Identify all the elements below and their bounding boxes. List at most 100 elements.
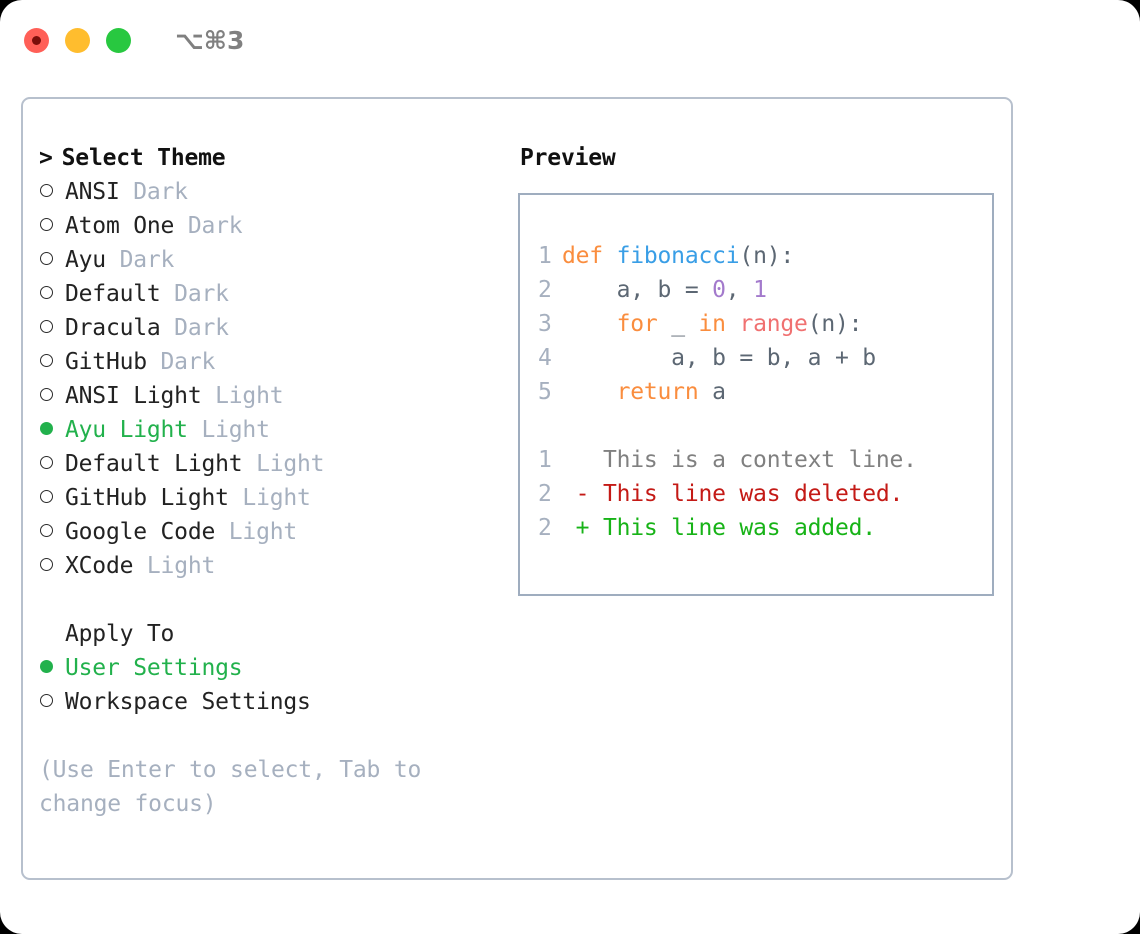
spacer: [538, 409, 992, 443]
theme-option-label: Default: [65, 281, 161, 307]
spacer: [39, 583, 509, 617]
theme-option-label: ANSI Light: [65, 383, 202, 409]
code-token: in: [698, 311, 726, 337]
code-line: 5 return a: [538, 375, 992, 409]
radio-dot-icon: [40, 660, 53, 673]
line-number: 1: [538, 447, 552, 473]
diff-text: - This line was deleted.: [562, 481, 904, 507]
radio-dot-icon: [40, 252, 53, 265]
theme-option-6[interactable]: ANSI Light Light: [39, 379, 509, 413]
radio-dot-icon: [40, 218, 53, 231]
code-line: 4 a, b = b, a + b: [538, 341, 992, 375]
code-token: 0: [712, 277, 726, 303]
theme-option-label: Dracula: [65, 315, 161, 341]
theme-option-0[interactable]: ANSI Dark: [39, 175, 509, 209]
theme-option-label: Ayu Light: [65, 417, 188, 443]
code-token: [726, 311, 740, 337]
code-token: return: [616, 379, 699, 405]
theme-variant-tag: Light: [228, 485, 311, 511]
code-token: _: [657, 311, 699, 337]
radio-dot-icon: [40, 388, 53, 401]
radio-dot-icon: [40, 354, 53, 367]
diff-text: + This line was added.: [562, 515, 876, 541]
line-number: 2: [538, 515, 552, 541]
theme-option-label: ANSI: [65, 179, 120, 205]
radio-dot-icon: [40, 184, 53, 197]
code-token: def: [562, 243, 617, 269]
line-number: 3: [538, 311, 552, 337]
radio-dot-icon: [40, 524, 53, 537]
code-token: (n):: [807, 311, 863, 337]
apply-to-option-1[interactable]: Workspace Settings: [39, 685, 509, 719]
theme-variant-tag: Light: [187, 417, 270, 443]
diff-line: 2 + This line was added.: [538, 511, 992, 545]
radio-dot-icon: [40, 422, 53, 435]
maximize-icon[interactable]: [106, 27, 131, 53]
theme-variant-tag: Dark: [160, 315, 229, 341]
window-shortcut-label: ⌥⌘3: [175, 25, 245, 55]
code-token: ,: [725, 277, 754, 303]
page-title-label: Select Theme: [61, 145, 226, 171]
theme-option-7[interactable]: Ayu Light Light: [39, 413, 509, 447]
minimize-icon[interactable]: [65, 27, 90, 53]
line-number: 2: [538, 481, 552, 507]
radio-dot-icon: [40, 490, 53, 503]
code-token: 1: [753, 277, 767, 303]
theme-option-9[interactable]: GitHub Light Light: [39, 481, 509, 515]
keyboard-hint: (Use Enter to select, Tab to change focu…: [39, 757, 422, 817]
radio-dot-icon: [40, 286, 53, 299]
diff-text: This is a context line.: [562, 447, 917, 473]
theme-option-label: Atom One: [65, 213, 175, 239]
code-token: a: [698, 379, 726, 405]
code-line: 3 for _ in range(n):: [538, 307, 992, 341]
apply-to-option-label: User Settings: [65, 655, 243, 681]
code-token: for: [616, 311, 658, 337]
diff-preview: 1 This is a context line. 2 - This line w…: [538, 443, 992, 545]
theme-variant-tag: Dark: [146, 349, 216, 375]
theme-option-label: XCode: [65, 553, 134, 579]
theme-option-8[interactable]: Default Light Light: [39, 447, 509, 481]
code-token: a, b = b, a + b: [562, 345, 876, 371]
theme-option-4[interactable]: Dracula Dark: [39, 311, 509, 345]
theme-option-label: Default Light: [65, 451, 243, 477]
apply-to-option-label: Workspace Settings: [65, 689, 311, 715]
line-number: 2: [538, 277, 552, 303]
theme-option-1[interactable]: Atom One Dark: [39, 209, 509, 243]
theme-variant-tag: Light: [201, 383, 284, 409]
code-token: range: [739, 311, 808, 337]
theme-option-10[interactable]: Google Code Light: [39, 515, 509, 549]
code-token: fibonacci: [616, 243, 740, 269]
radio-dot-icon: [40, 558, 53, 571]
theme-variant-tag: Dark: [105, 247, 175, 273]
theme-option-label: Ayu: [65, 247, 106, 273]
diff-line: 1 This is a context line.: [538, 443, 992, 477]
preview-title: Preview: [520, 145, 616, 171]
theme-variant-tag: Light: [242, 451, 325, 477]
apply-to-option-0[interactable]: User Settings: [39, 651, 509, 685]
theme-variant-tag: Dark: [160, 281, 229, 307]
theme-option-11[interactable]: XCode Light: [39, 549, 509, 583]
theme-variant-tag: Dark: [119, 179, 188, 205]
theme-option-2[interactable]: Ayu Dark: [39, 243, 509, 277]
code-token: [562, 379, 617, 405]
close-icon[interactable]: [24, 27, 49, 53]
theme-option-label: Google Code: [65, 519, 216, 545]
theme-option-label: GitHub Light: [65, 485, 229, 511]
code-line: 2 a, b = 0, 1: [538, 273, 992, 307]
theme-option-5[interactable]: GitHub Dark: [39, 345, 509, 379]
theme-option-3[interactable]: Default Dark: [39, 277, 509, 311]
theme-option-label: GitHub: [65, 349, 147, 375]
code-token: [562, 311, 617, 337]
theme-variant-tag: Light: [133, 553, 216, 579]
radio-dot-icon: [40, 320, 53, 333]
page-title: >Select Theme: [39, 141, 509, 175]
traffic-lights: [24, 27, 131, 53]
